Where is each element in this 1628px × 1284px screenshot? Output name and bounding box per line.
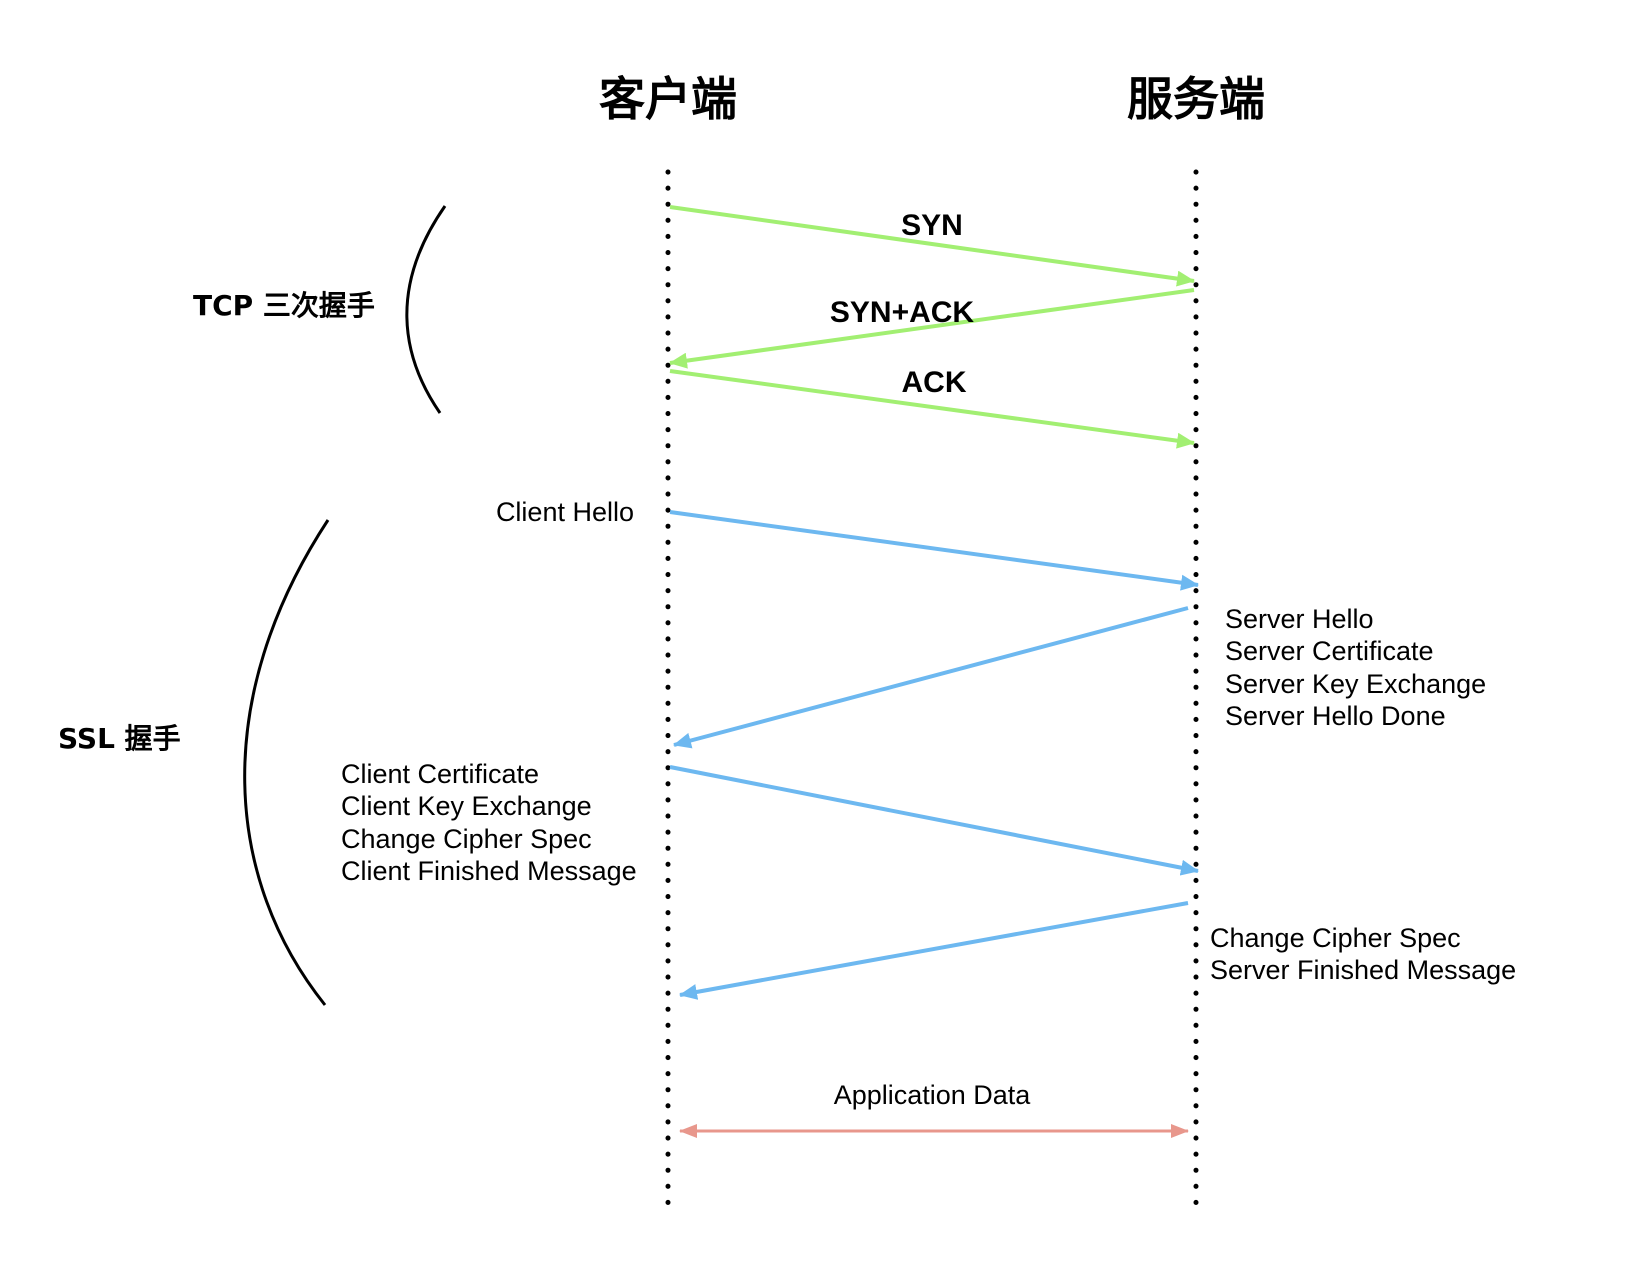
application-data-label: Application Data — [834, 1080, 1032, 1110]
server-block-line: Server Key Exchange — [1225, 669, 1486, 699]
client-block-line: Client Finished Message — [341, 856, 637, 886]
client-block-line: Change Cipher Spec — [341, 824, 592, 854]
client-finished-arrow — [669, 765, 1199, 876]
client-block-line: Client Key Exchange — [341, 791, 592, 821]
server-block-line: Server Certificate — [1225, 636, 1434, 666]
syn-arrow — [669, 205, 1195, 287]
client-block-line: Client Certificate — [341, 759, 539, 789]
server-finish-line: Server Finished Message — [1210, 955, 1516, 985]
ssl-bracket — [243, 519, 330, 1006]
server-block-line: Server Hello Done — [1225, 701, 1446, 731]
ack-label: ACK — [902, 366, 967, 399]
syn-ack-arrow — [669, 288, 1195, 369]
client-hello-label: Client Hello — [496, 497, 634, 527]
syn-label: SYN — [901, 209, 963, 242]
server-header: 服务端 — [1127, 72, 1265, 126]
ssl-group-label: SSL 握手 — [58, 722, 181, 755]
client-key-block: Client Certificate Client Key Exchange C… — [341, 759, 637, 886]
server-finished-arrow — [679, 901, 1189, 1000]
server-hello-arrow — [673, 606, 1189, 749]
tcp-group-label: TCP 三次握手 — [193, 289, 375, 322]
server-finish-line: Change Cipher Spec — [1210, 923, 1461, 953]
syn-ack-label: SYN+ACK — [830, 296, 975, 329]
ack-arrow — [669, 369, 1195, 449]
server-finished-block: Change Cipher Spec Server Finished Messa… — [1210, 923, 1516, 985]
tcp-bracket — [405, 205, 447, 414]
server-hello-block: Server Hello Server Certificate Server K… — [1225, 604, 1486, 731]
client-header: 客户端 — [599, 72, 737, 126]
server-block-line: Server Hello — [1225, 604, 1374, 634]
client-hello-arrow — [669, 510, 1199, 591]
